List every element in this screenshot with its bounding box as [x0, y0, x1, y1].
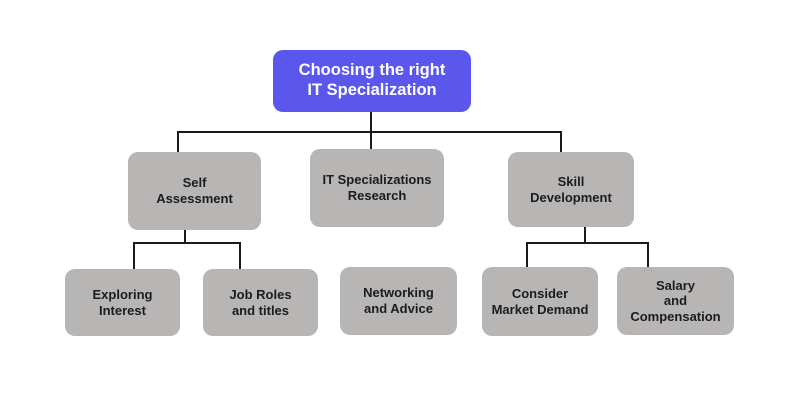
node-consider-market-demand: Consider Market Demand [482, 267, 598, 336]
node-networking-label: Networking and Advice [363, 285, 434, 316]
node-it-specializations-research: IT Specializations Research [310, 149, 444, 227]
node-it-research-label: IT Specializations Research [322, 172, 432, 203]
node-salary-and-compensation: Salary and Compensation [617, 267, 734, 335]
node-networking-and-advice: Networking and Advice [340, 267, 457, 335]
node-market-demand-label: Consider Market Demand [491, 285, 589, 317]
root-node-label: Choosing the right IT Specialization [298, 61, 446, 99]
node-job-roles-label: Job Roles and titles [229, 286, 292, 318]
root-node-choosing-it-specialization: Choosing the right IT Specialization [273, 50, 471, 112]
node-skill-development-label: Skill Development [530, 173, 612, 205]
node-self-assessment-label: Self Assessment [156, 175, 233, 206]
node-exploring-interest: Exploring Interest [65, 269, 180, 336]
node-job-roles-and-titles: Job Roles and titles [203, 269, 318, 336]
node-salary-label: Salary and Compensation [630, 277, 721, 324]
node-exploring-interest-label: Exploring Interest [92, 286, 153, 318]
node-self-assessment: Self Assessment [128, 152, 261, 230]
node-skill-development: Skill Development [508, 152, 634, 227]
